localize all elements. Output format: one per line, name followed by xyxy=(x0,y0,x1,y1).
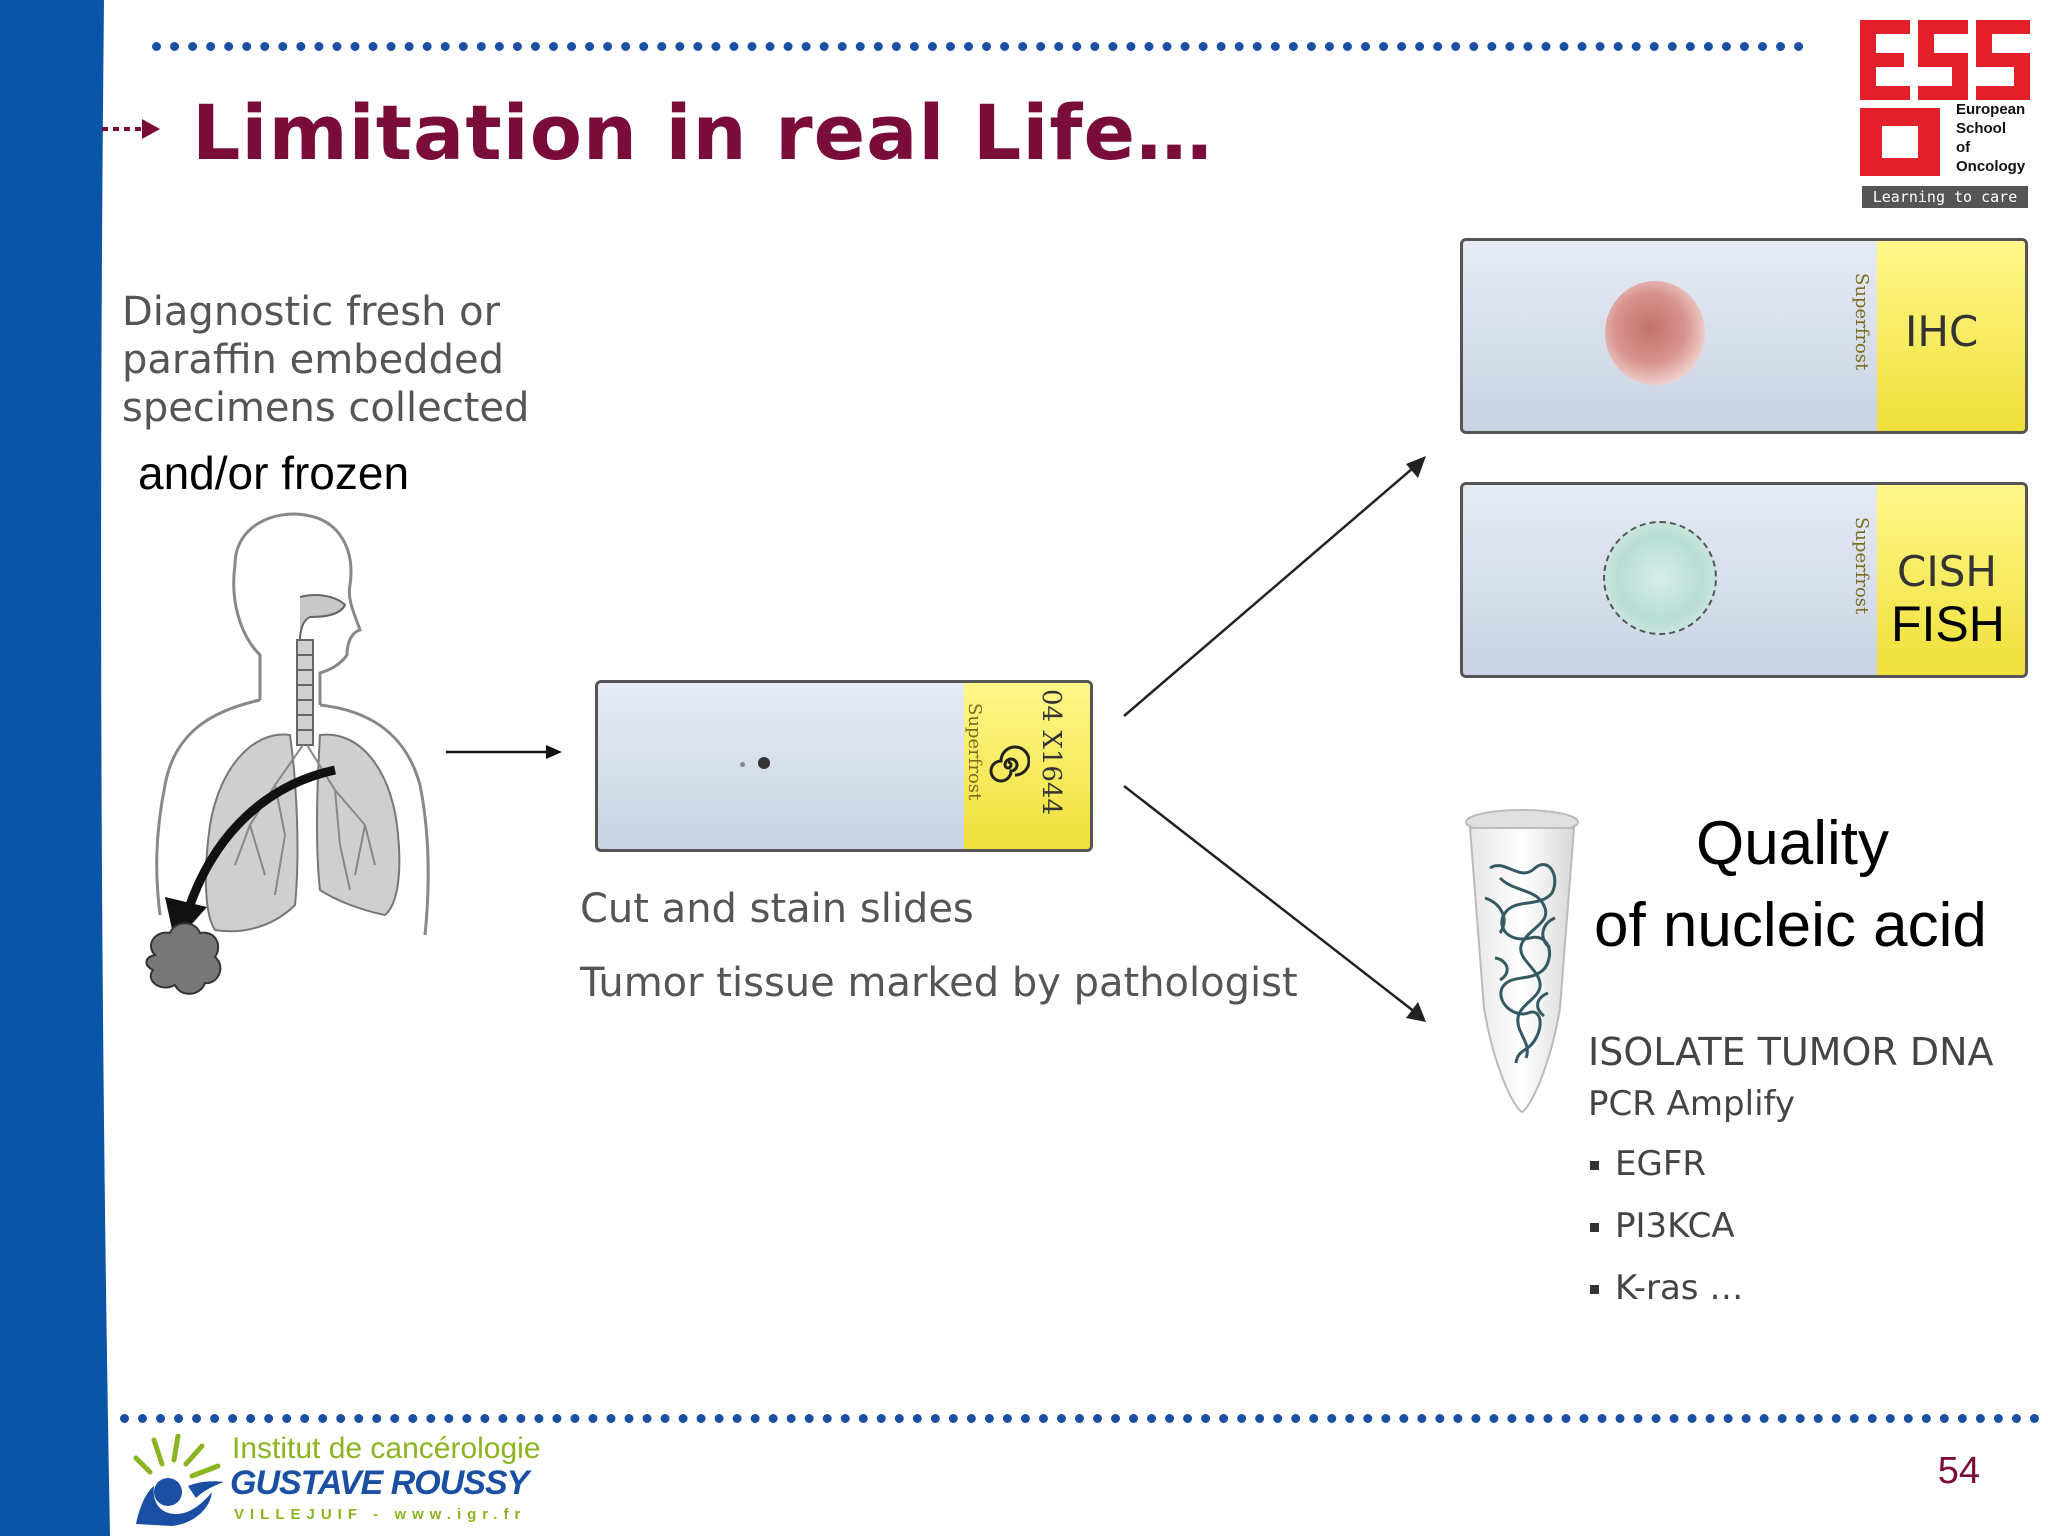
isolate-dna-text: ISOLATE TUMOR DNA xyxy=(1588,1030,1994,1074)
ihc-slide: Superfrost IHC xyxy=(1460,238,2028,434)
ihc-label-text: IHC xyxy=(1905,307,1979,356)
cish-fish-slide: Superfrost CISH FISH xyxy=(1460,482,2028,678)
ihc-label: Superfrost IHC xyxy=(1851,241,2025,431)
eso-logo: European School of Oncology Learning to … xyxy=(1858,18,2034,214)
gene-list: EGFR PI3KCA K-ras … xyxy=(1590,1144,1743,1308)
gene-item-egfr: EGFR xyxy=(1590,1144,1743,1184)
left-blue-band xyxy=(0,0,110,1536)
human-lungs-illustration xyxy=(145,512,430,995)
slide-title: Limitation in real Life… xyxy=(192,88,1214,177)
slide-handwriting: 04 X1644 xyxy=(1036,689,1066,816)
dna-tube-illustration xyxy=(1465,809,1579,1114)
bullet-icon xyxy=(1590,1223,1599,1232)
bullet-icon xyxy=(1590,1161,1599,1170)
title-arrow-icon xyxy=(102,119,160,139)
tissue-spot xyxy=(758,757,770,769)
arrow-down-right-icon xyxy=(1123,785,1421,1017)
gustave-roussy-sun-icon xyxy=(133,1434,224,1526)
gr-logo-line-3: VILLEJUIF - www.igr.fr xyxy=(234,1506,527,1523)
quality-line-1: Quality xyxy=(1696,809,1889,878)
spiral-mark-icon xyxy=(989,745,1030,783)
gene-item-kras: K-ras … xyxy=(1590,1268,1743,1308)
caption-cut-stain: Cut and stain slides xyxy=(580,886,974,932)
ihc-tissue-circle xyxy=(1605,281,1705,385)
diagonal-arrows xyxy=(1123,456,1426,1022)
gr-logo-line-2: GUSTAVE ROUSSY xyxy=(230,1464,529,1502)
stained-slide: Superfrost 04 X1644 xyxy=(595,680,1093,852)
caption-tumor-marked: Tumor tissue marked by pathologist xyxy=(580,960,1298,1006)
cish-label-text: CISH xyxy=(1897,547,1997,596)
quality-line-2: of nucleic acid xyxy=(1594,891,1987,960)
slide-label: Superfrost 04 X1644 xyxy=(964,683,1090,849)
bottom-dotted-rule xyxy=(120,1414,2040,1423)
bullet-icon xyxy=(1590,1285,1599,1294)
specimen-text: Diagnostic fresh or paraffin embedded sp… xyxy=(122,289,530,431)
eso-logo-text: European School of Oncology xyxy=(1956,101,2026,175)
frozen-text: and/or frozen xyxy=(138,447,410,499)
top-dotted-rule xyxy=(152,42,1804,51)
eso-tagline: Learning to care xyxy=(1862,186,2028,208)
eso-logo-mark-icon xyxy=(1860,20,2030,176)
cish-fish-label: Superfrost CISH FISH xyxy=(1851,485,2025,675)
gene-item-pi3kca: PI3KCA xyxy=(1590,1206,1743,1246)
tissue-spot-small xyxy=(740,762,745,767)
arrow-to-slide-icon xyxy=(446,745,562,759)
fish-label-text: FISH xyxy=(1891,596,2005,652)
gustave-roussy-logo: Institut de cancérologie GUSTAVE ROUSSY … xyxy=(132,1432,572,1532)
pcr-amplify-text: PCR Amplify xyxy=(1588,1084,1796,1124)
gr-logo-line-1: Institut de cancérologie xyxy=(232,1432,541,1465)
arrow-up-right-icon xyxy=(1123,461,1421,717)
page-number: 54 xyxy=(1937,1450,1980,1492)
cish-tissue-circle xyxy=(1603,521,1717,635)
